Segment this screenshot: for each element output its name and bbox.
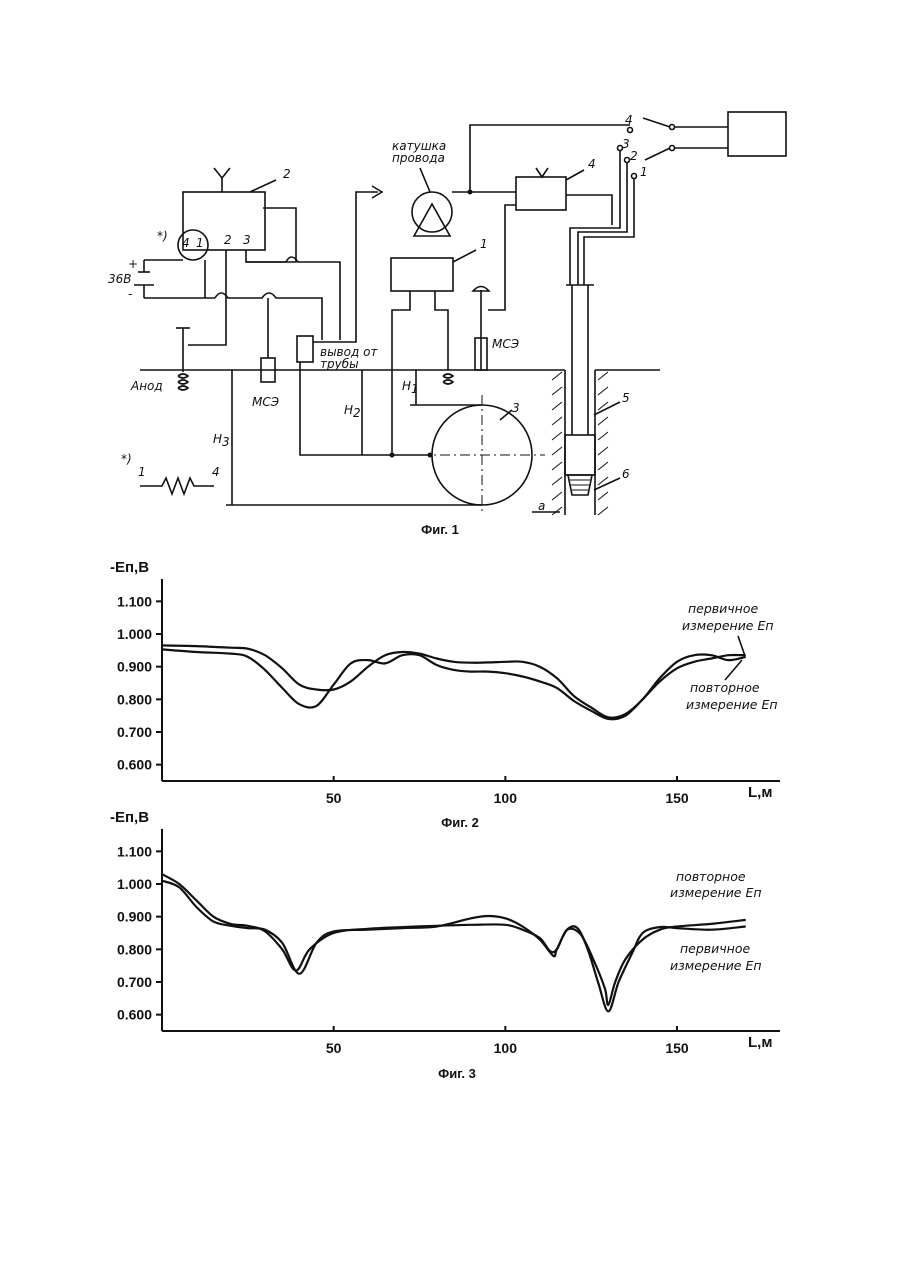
fig3-annotation-primary-1: первичное bbox=[680, 941, 750, 956]
junction-dot-pipe-2 bbox=[428, 453, 433, 458]
fig2-annotation-repeat-1: повторное bbox=[690, 680, 760, 695]
label-a: а bbox=[538, 499, 545, 513]
y-tick-label: 0.700 bbox=[117, 724, 152, 740]
x-tick-label: 100 bbox=[494, 1040, 518, 1056]
caption-fig2: Фиг. 2 bbox=[441, 815, 479, 830]
x-tick-label: 150 bbox=[665, 790, 689, 806]
y-tick-label: 0.700 bbox=[117, 974, 152, 990]
fig3-xlabel: L,м bbox=[748, 1034, 772, 1051]
label-terminal-4: 4 bbox=[182, 236, 190, 250]
label-sw-1: 1 bbox=[640, 165, 648, 179]
label-plus: + bbox=[128, 257, 138, 271]
fig2-xlabel: L,м bbox=[748, 784, 772, 801]
fig2-ylabel: -Eп,В bbox=[110, 559, 149, 576]
label-terminal-2: 2 bbox=[224, 233, 232, 247]
label-unit-2: 2 bbox=[283, 167, 291, 181]
label-electrode-6: 6 bbox=[622, 467, 630, 481]
label-mse-right: МСЭ bbox=[492, 337, 520, 351]
junction-dot bbox=[468, 190, 473, 195]
fig3-annotation-repeat-2: измерение Eп bbox=[670, 885, 762, 900]
label-voltage: 36В bbox=[108, 272, 132, 286]
label-h3-sub: 3 bbox=[222, 435, 230, 449]
y-tick-label: 0.600 bbox=[117, 757, 152, 773]
y-tick-label: 0.900 bbox=[117, 909, 152, 925]
label-pipe-3: 3 bbox=[512, 401, 520, 415]
label-unit-1: 1 bbox=[480, 237, 488, 251]
fig3-annotation-repeat-1: повторное bbox=[676, 869, 746, 884]
fig2-annotation-primary-2: измерение Eп bbox=[682, 618, 774, 633]
label-h2-sub: 2 bbox=[353, 406, 361, 420]
y-tick-label: 1.100 bbox=[117, 843, 152, 859]
x-tick-label: 50 bbox=[326, 1040, 342, 1056]
label-h1-sub: 1 bbox=[411, 382, 419, 396]
label-minus: - bbox=[128, 287, 132, 301]
label-h1: Н bbox=[402, 379, 411, 393]
label-inset-star: *) bbox=[121, 452, 132, 466]
label-terminal-3: 3 bbox=[243, 233, 251, 247]
label-inset-1: 1 bbox=[138, 465, 146, 479]
label-sw-2: 2 bbox=[630, 149, 638, 163]
y-tick-label: 1.000 bbox=[117, 626, 152, 642]
fig3-ylabel: -Eп,В bbox=[110, 809, 149, 826]
label-sw-4: 4 bbox=[625, 113, 633, 127]
caption-fig3: Фиг. 3 bbox=[438, 1066, 476, 1081]
label-h2: Н bbox=[344, 403, 353, 417]
y-tick-label: 0.800 bbox=[117, 941, 152, 957]
label-mse-left: МСЭ bbox=[252, 395, 280, 409]
y-tick-label: 0.600 bbox=[117, 1007, 152, 1023]
label-anode: Анод bbox=[130, 379, 163, 393]
y-tick-label: 0.900 bbox=[117, 659, 152, 675]
fig2-annotation-primary-1: первичное bbox=[688, 601, 758, 616]
label-star-footnote: *) bbox=[157, 229, 168, 243]
x-tick-label: 150 bbox=[665, 1040, 689, 1056]
fig2-annotation-repeat-2: измерение Eп bbox=[686, 697, 778, 712]
label-terminal-1: 1 bbox=[196, 236, 204, 250]
x-tick-label: 50 bbox=[326, 790, 342, 806]
y-tick-label: 1.000 bbox=[117, 876, 152, 892]
caption-fig1: Фиг. 1 bbox=[421, 522, 459, 537]
x-tick-label: 100 bbox=[494, 790, 518, 806]
label-coil-2: провода bbox=[392, 151, 445, 165]
label-borehole-5: 5 bbox=[622, 391, 630, 405]
label-inset-4: 4 bbox=[212, 465, 220, 479]
label-pipe-outlet-2: трубы bbox=[320, 357, 359, 371]
fig3-annotation-primary-2: измерение Eп bbox=[670, 958, 762, 973]
y-tick-label: 0.800 bbox=[117, 691, 152, 707]
y-tick-label: 1.100 bbox=[117, 593, 152, 609]
label-sw-3: 3 bbox=[622, 137, 630, 151]
label-h3: Н bbox=[213, 432, 222, 446]
label-unit-4: 4 bbox=[588, 157, 596, 171]
